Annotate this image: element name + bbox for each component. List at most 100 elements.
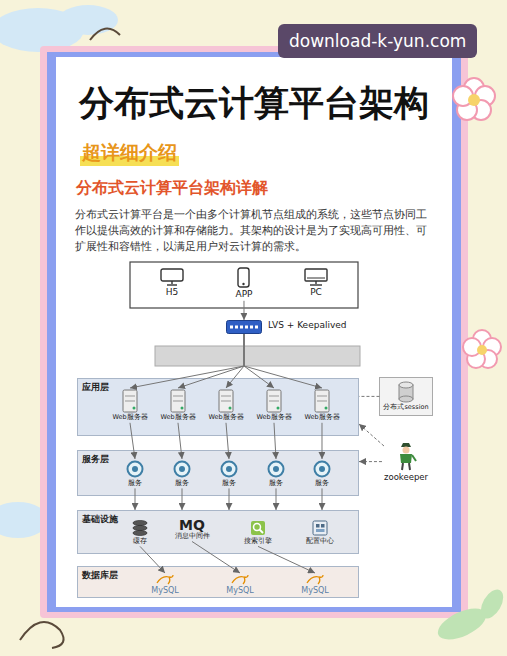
node-label: Web服务器 (304, 414, 339, 422)
node-label: 配置中心 (306, 537, 334, 545)
gear-icon (126, 460, 144, 478)
person-icon (401, 443, 411, 447)
watermark: download-k-yun.com (278, 24, 477, 58)
service-node: 服务 (171, 459, 193, 488)
layer-label: 应用层 (82, 382, 109, 392)
client-icon: APP (233, 266, 254, 301)
cache-icon (133, 525, 147, 530)
cloud-deco (58, 5, 118, 35)
server-icon (266, 389, 282, 413)
server-icon (180, 407, 183, 410)
pc-icon (304, 268, 328, 286)
node-label: 分布式session (383, 404, 428, 412)
pc-icon (305, 269, 327, 281)
gear-icon (128, 462, 143, 477)
person-icon (403, 447, 410, 454)
server-icon (125, 396, 135, 397)
pc-icon (310, 284, 322, 285)
node-label: APP (235, 289, 252, 300)
server-icon (276, 407, 279, 410)
node-label: Web服务器 (112, 414, 147, 422)
server-icon (123, 390, 137, 412)
mysql-db: MySQL (299, 573, 330, 597)
gear-icon (220, 460, 238, 478)
switch-icon (250, 326, 253, 329)
server-icon (122, 389, 138, 413)
mon-icon (167, 284, 177, 285)
mon-icon (160, 268, 184, 286)
gear-icon (179, 466, 185, 472)
server-icon (324, 407, 327, 410)
server-icon (219, 390, 233, 412)
client-icon: H5 (158, 267, 186, 299)
server-icon (221, 401, 231, 402)
config-icon (313, 521, 327, 535)
service-node: 服务 (311, 459, 333, 488)
service-node: 服务 (265, 459, 287, 488)
node-label: MySQL (226, 586, 253, 596)
server-icon (315, 390, 329, 412)
node-label: LVS + Keepalived (268, 320, 347, 331)
gear-icon (267, 460, 285, 478)
flower-deco (453, 78, 495, 120)
phone-icon (237, 267, 250, 288)
leaf-deco (433, 586, 507, 646)
subtitle: 超详细介绍 (80, 140, 179, 166)
search-icon (260, 530, 264, 534)
section-heading: 分布式云计算平台架构详解 (76, 178, 268, 199)
dolphin-icon (307, 575, 323, 584)
gear-icon (273, 466, 279, 472)
leaf-deco (476, 586, 507, 623)
card-frame (40, 46, 468, 618)
server-icon (314, 389, 330, 413)
db-icon (399, 382, 413, 388)
search-icon (251, 521, 265, 535)
node-label: 服务 (128, 479, 142, 487)
swirl-deco (20, 622, 64, 648)
switch-icon (227, 321, 262, 334)
web-server: Web服务器 (158, 388, 197, 423)
web-server: Web服务器 (254, 388, 293, 423)
server-icon (170, 389, 186, 413)
server-icon (173, 401, 183, 402)
service-node: 服务 (218, 459, 240, 488)
server-icon (267, 390, 281, 412)
node-label: MySQL (151, 586, 178, 596)
poster-title: 分布式云计算平台架构 (79, 80, 429, 127)
db-icon (397, 381, 415, 403)
server-icon (132, 407, 135, 410)
switch-icon (255, 326, 258, 329)
server-icon (317, 401, 327, 402)
node-label: MQ (179, 518, 205, 533)
server-icon (317, 396, 327, 397)
server-icon (125, 401, 135, 402)
node-sublabel: 消息中间件 (175, 533, 210, 541)
mon-icon (171, 281, 172, 284)
switch-icon (240, 326, 243, 329)
mysql-db: MySQL (149, 573, 180, 597)
gear-icon (319, 466, 325, 472)
switch-icon (235, 326, 238, 329)
node-label: Web服务器 (160, 414, 195, 422)
dolphin-icon (231, 574, 249, 585)
server-icon (171, 390, 185, 412)
layer-label: 数据库层 (82, 570, 118, 580)
flow-arrow (135, 488, 136, 510)
layer-label: 服务层 (82, 454, 109, 464)
search-icon (250, 520, 266, 536)
node-label: zookeeper (384, 472, 428, 482)
web-server: Web服务器 (302, 388, 341, 423)
node-label: 服务 (269, 479, 283, 487)
gear-icon (226, 466, 232, 472)
flow-arrow (243, 301, 244, 320)
flower-deco (468, 94, 480, 106)
service-node: 服务 (124, 459, 146, 488)
layer-band: 数据库层 MySQL MySQL MySQL (77, 566, 359, 598)
gear-icon (173, 460, 191, 478)
web-server: Web服务器 (110, 388, 149, 423)
zookeeper-figure: zookeeper (382, 440, 430, 483)
dolphin-icon (157, 575, 173, 584)
pc-icon (315, 281, 316, 284)
switch-icon (226, 320, 262, 334)
